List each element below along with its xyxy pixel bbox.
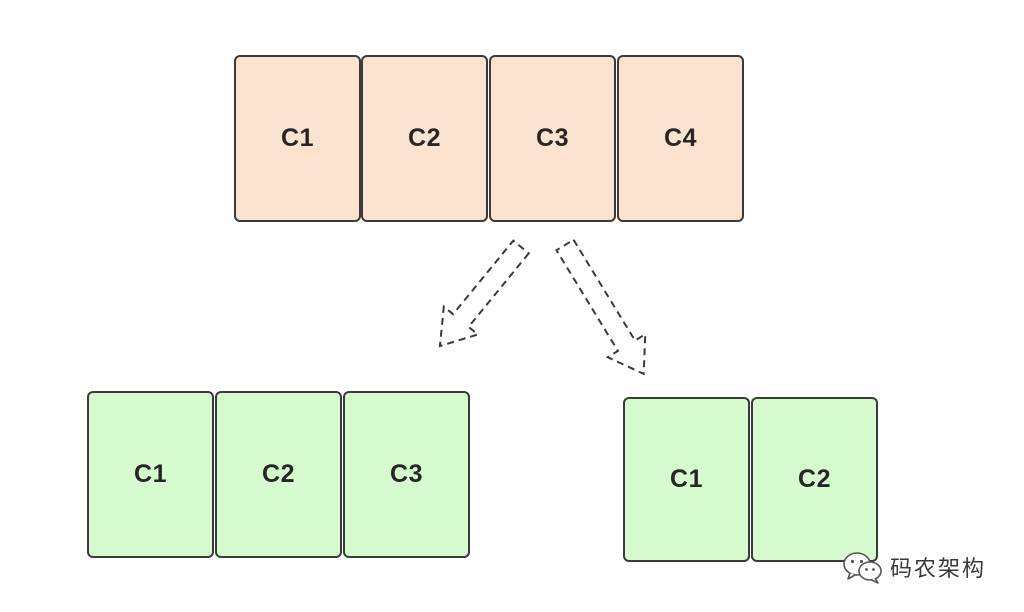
source-cell-c2: C2 bbox=[361, 55, 488, 222]
left-cell-c2: C2 bbox=[215, 391, 342, 558]
left-cell-c1: C1 bbox=[87, 391, 214, 558]
wechat-icon bbox=[843, 552, 882, 584]
source-cell-c1: C1 bbox=[234, 55, 361, 222]
watermark: 码农架构 bbox=[842, 548, 986, 586]
left-cell-c3: C3 bbox=[343, 391, 470, 558]
right-cell-c2: C2 bbox=[751, 397, 878, 562]
arrow-to-right-group-icon bbox=[555, 238, 647, 376]
arrow-to-left-group-icon bbox=[438, 239, 531, 348]
source-cell-c4: C4 bbox=[617, 55, 744, 222]
watermark-text: 码农架构 bbox=[890, 557, 987, 582]
right-cell-c1: C1 bbox=[623, 397, 750, 562]
source-cell-c3: C3 bbox=[489, 55, 616, 222]
